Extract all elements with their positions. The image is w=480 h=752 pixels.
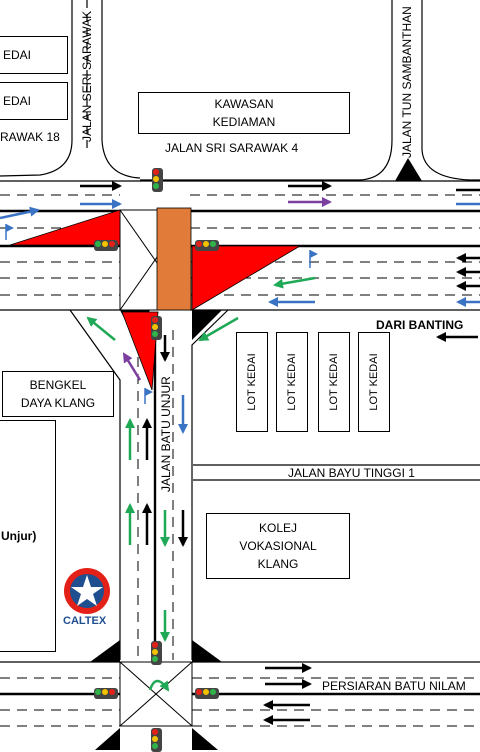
persiaran-batu-nilam-label: PERSIARAN BATU NILAM [322,679,466,693]
bengkel-box: BENGKEL DAYA KLANG [2,371,114,417]
unjur-box: Unjur) [0,420,56,652]
traffic-light-icon [94,688,118,699]
kolej-label: KOLEJ VOKASIONAL KLANG [239,521,317,571]
lot-kedai-label: LOT KEDAI [286,353,298,411]
kolej-box: KOLEJ VOKASIONAL KLANG [206,513,350,579]
lot-kedai-4: LOT KEDAI [358,332,390,432]
kedai-box-2: EDAI [0,82,68,120]
lot-kedai-3: LOT KEDAI [318,332,350,432]
kawasan-kediaman-label: KAWASAN KEDIAMAN [212,97,276,129]
traffic-light-icon [151,316,162,340]
kedai-box-1: EDAI [0,36,68,74]
red-zones [9,209,302,391]
traffic-light-icon [151,728,162,752]
jalan-sri-sarawak-4-label: JALAN SRI SARAWAK 4 [165,141,299,155]
dari-banting-label: DARI BANTING [376,318,464,332]
jalan-bayu-tinggi-1-label: JALAN BAYU TINGGI 1 [288,466,415,480]
traffic-light-icon [195,240,219,251]
sarawak-18-label: RAWAK 18 [0,130,60,144]
main-road-top [0,180,480,311]
arrows-top-road [0,181,480,381]
traffic-light-icon [195,688,219,699]
caltex-logo-icon [64,568,110,614]
kawasan-kediaman-box: KAWASAN KEDIAMAN [138,92,350,134]
jalan-batu-unjur-road [69,309,229,660]
traffic-light-icon [152,168,163,192]
jalan-batu-unjur-label: JALAN BATU UNJUR [159,376,173,492]
jalan-tun-sambanthan-label: JALAN TUN SAMBANTHAN [400,6,414,158]
arrows-vertical-road [125,335,188,692]
unjur-label: Unjur) [1,529,37,543]
jalan-bayu-tinggi-road [193,464,480,481]
orange-zone [156,207,192,311]
lot-kedai-label: LOT KEDAI [246,353,258,411]
kedai-label-1: EDAI [3,48,32,62]
traffic-light-icon [94,240,118,251]
traffic-light-icon [151,641,162,665]
arrows-bottom-road [263,663,312,725]
bengkel-label: BENGKEL DAYA KLANG [20,378,96,410]
flag-icon [5,224,318,404]
lot-kedai-label: LOT KEDAI [328,353,340,411]
jalan-seri-sarawak-label: JALAN SERI SARAWAK [80,10,94,142]
lot-kedai-label: LOT KEDAI [368,353,380,411]
jalan-seri-sarawak-road [0,0,480,181]
kedai-label-2: EDAI [3,94,32,108]
lot-kedai-1: LOT KEDAI [236,332,268,432]
caltex-label: CALTEX [63,615,107,627]
lot-kedai-2: LOT KEDAI [276,332,308,432]
